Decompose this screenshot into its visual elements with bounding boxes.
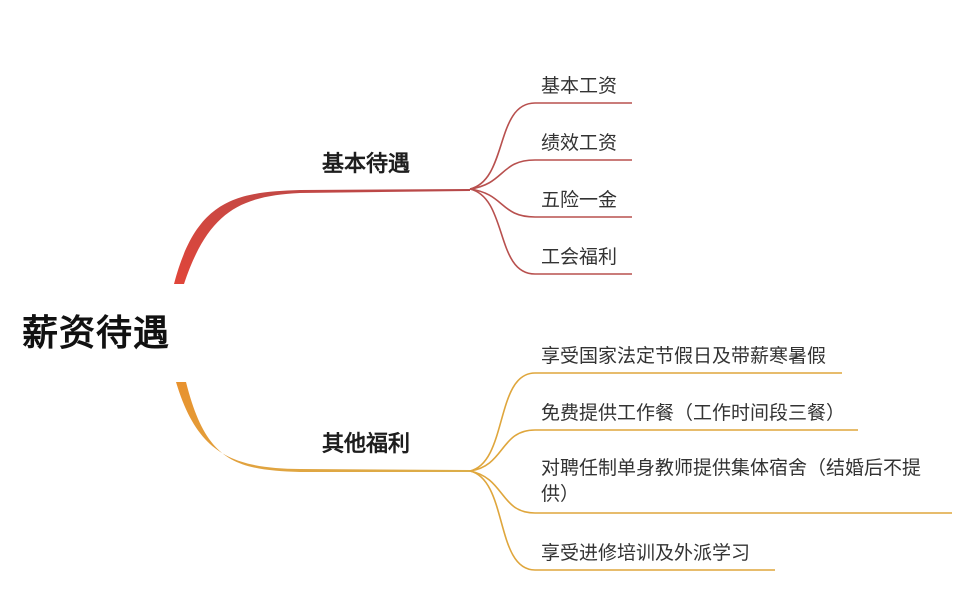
edge-leaf-basic-3 bbox=[469, 188, 632, 218]
edge-leaf-other-1 bbox=[469, 372, 842, 472]
leaf-node: 对聘任制单身教师提供集体宿舍（结婚后不提供） bbox=[541, 457, 922, 505]
leaf-node: 工会福利 bbox=[541, 246, 618, 268]
edge-leaf-basic-1 bbox=[469, 102, 632, 190]
edge-root-branch-basic bbox=[174, 189, 470, 284]
leaf-node: 绩效工资 bbox=[541, 132, 618, 154]
edges-other-leaves bbox=[469, 372, 952, 571]
edges-basic-leaves bbox=[469, 102, 632, 275]
leaf-node: 五险一金 bbox=[541, 189, 618, 211]
branch-node-other: 其他福利 bbox=[322, 432, 411, 457]
branch-node-basic: 基本待遇 bbox=[322, 152, 411, 177]
root-node: 薪资待遇 bbox=[22, 313, 171, 354]
edge-leaf-basic-2 bbox=[469, 159, 632, 190]
leaf-node: 免费提供工作餐（工作时间段三餐） bbox=[541, 402, 846, 424]
edge-leaf-other-3 bbox=[469, 470, 952, 514]
leaf-node: 享受进修培训及外派学习 bbox=[541, 542, 751, 564]
leaf-node: 基本工资 bbox=[541, 75, 618, 97]
edge-leaf-other-2 bbox=[469, 429, 858, 472]
edge-leaf-other-4 bbox=[469, 470, 775, 571]
edge-leaf-basic-4 bbox=[469, 188, 632, 275]
leaf-node: 享受国家法定节假日及带薪寒暑假 bbox=[541, 345, 827, 367]
